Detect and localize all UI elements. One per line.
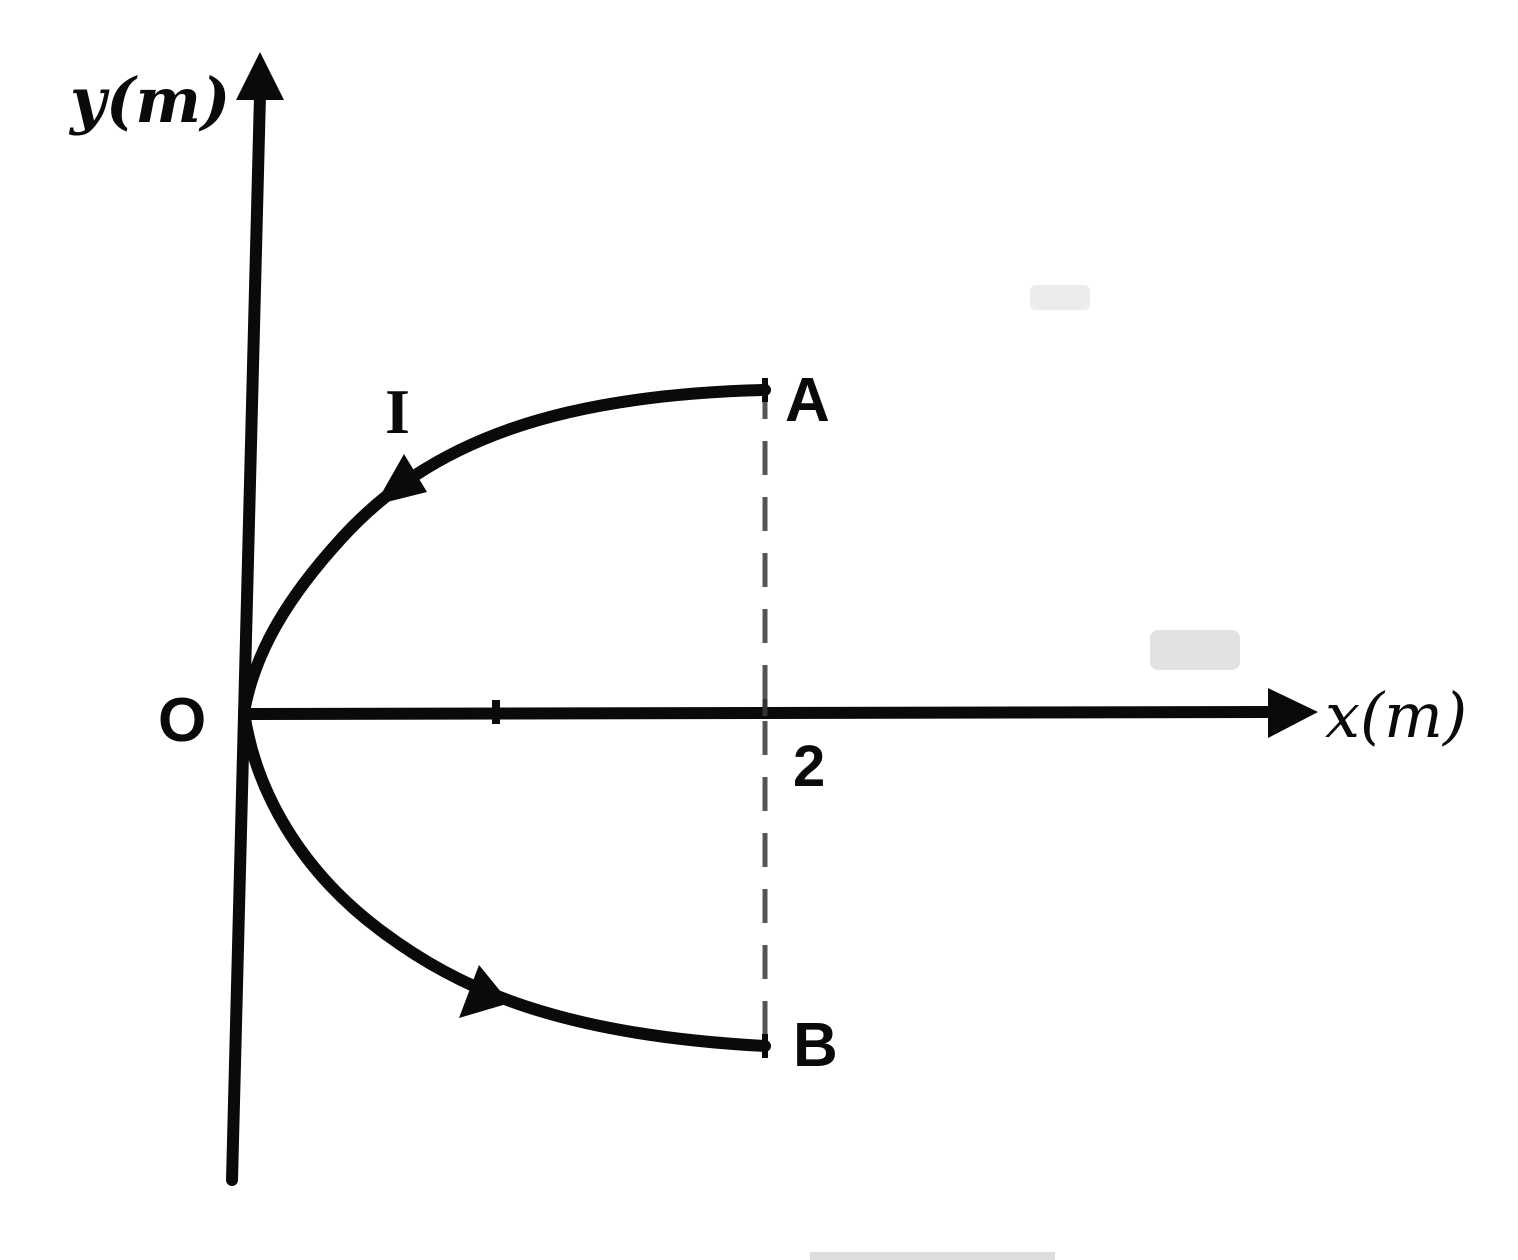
point-a-label: A <box>785 366 830 435</box>
y-axis-label: y(m) <box>70 64 231 137</box>
origin-label: O <box>158 686 207 755</box>
scan-smudge <box>1150 630 1240 670</box>
current-arrow-upper-icon <box>375 454 427 505</box>
x-axis <box>239 688 1318 738</box>
x-axis-label: x(m) <box>1325 679 1468 752</box>
current-arrow-lower-icon <box>459 965 510 1018</box>
scan-smudge <box>810 1252 1055 1260</box>
y-axis <box>226 52 284 1186</box>
current-label: I <box>385 376 410 447</box>
wire-upper-branch <box>238 384 771 718</box>
scan-smudge <box>1030 285 1090 310</box>
point-b-label: B <box>793 1011 838 1080</box>
wire-lower-branch <box>238 706 771 1052</box>
y-axis-arrow-icon <box>236 52 284 100</box>
x-axis-arrow-icon <box>1268 688 1318 738</box>
x-tick-label-2: 2 <box>793 734 826 799</box>
